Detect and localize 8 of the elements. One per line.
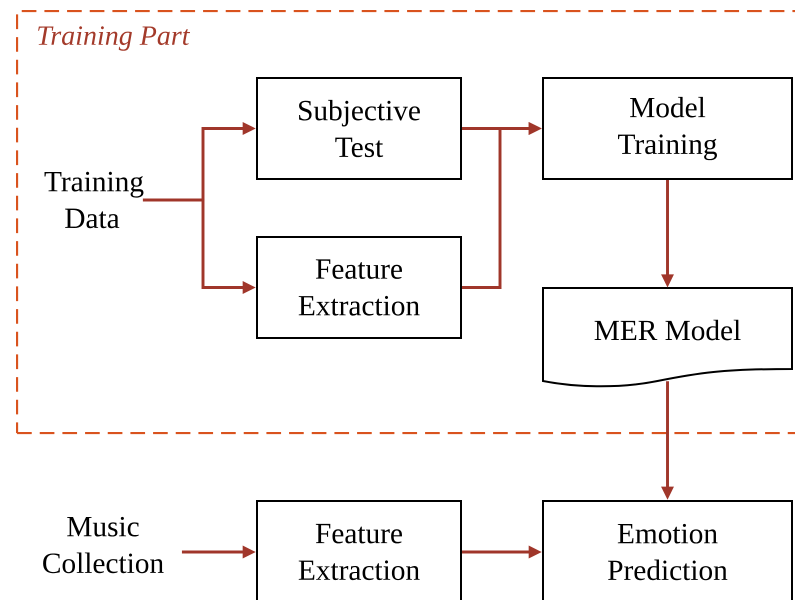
process-box: Emotion Prediction: [542, 500, 793, 600]
process-box: Subjective Test: [256, 77, 462, 180]
process-box: Feature Extraction: [256, 500, 462, 600]
process-box: Model Training: [542, 77, 793, 180]
input-label: Music Collection: [43, 516, 164, 574]
process-box: Feature Extraction: [256, 236, 462, 339]
input-label: Training Data: [44, 172, 144, 228]
region-title: Training Part: [38, 26, 190, 51]
